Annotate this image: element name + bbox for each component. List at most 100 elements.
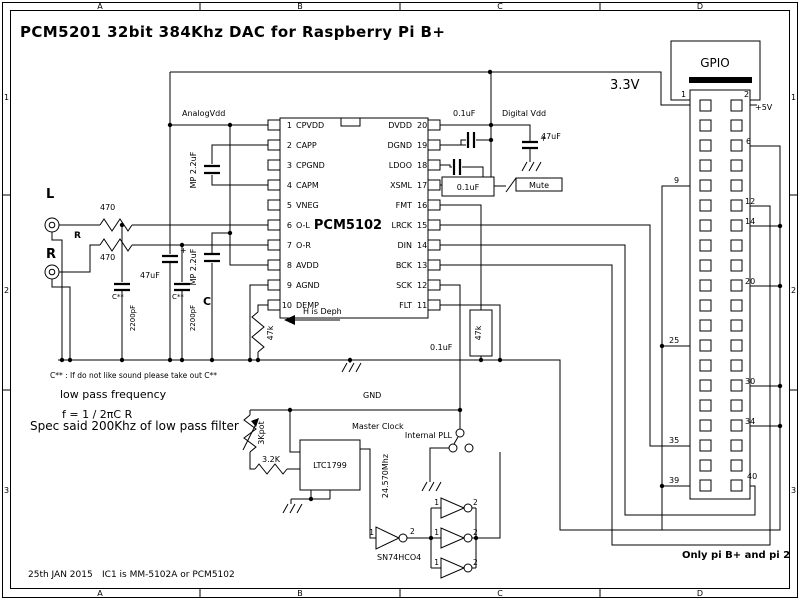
ic-pin-name: CPVDD bbox=[296, 121, 324, 130]
rail-33v-label: 3.3V bbox=[610, 78, 640, 93]
digital-vdd-label: Digital Vdd bbox=[502, 109, 546, 118]
hex-inverter-label: SN74HCO4 bbox=[377, 553, 421, 562]
gpio-pin-label: 34 bbox=[745, 417, 755, 426]
resistor-3k-pot bbox=[243, 414, 257, 453]
deph-arrow bbox=[284, 315, 340, 325]
cap-mp22-label: MP 2.2uF bbox=[189, 151, 198, 188]
ic-pin-number: 16 bbox=[417, 201, 427, 210]
frame-col-label: D bbox=[697, 2, 703, 11]
ltc1799-box bbox=[299, 439, 361, 491]
gpio-key-bar bbox=[689, 77, 752, 83]
internal-pll-label: Internal PLL bbox=[405, 431, 453, 440]
footer-ic-note: IC1 is MM-5102A or PCM5102 bbox=[102, 570, 235, 580]
gpio-pin-label: 9 bbox=[674, 176, 679, 185]
frame-row-label: 2 bbox=[791, 286, 796, 295]
ic-pin-name: LRCK bbox=[392, 221, 413, 230]
ic-pin-name: VNEG bbox=[296, 201, 319, 210]
flag-symbols: 0.1uF Mute bbox=[441, 176, 563, 197]
inverter bbox=[440, 557, 466, 579]
gpio-pin-label: 20 bbox=[745, 277, 755, 286]
ic-pin-number: 7 bbox=[287, 241, 292, 250]
switch-common bbox=[455, 428, 465, 438]
ic-pin-number: 1 bbox=[287, 121, 292, 130]
jack-l-tip bbox=[48, 221, 56, 229]
gpio-pin-label: 14 bbox=[745, 217, 755, 226]
switch-pole-right bbox=[464, 443, 474, 453]
cstar-label: C** bbox=[112, 293, 124, 301]
frame-col-label: C bbox=[497, 589, 503, 598]
ic-pin-number: 11 bbox=[417, 301, 427, 310]
frame-row-label: 1 bbox=[4, 93, 9, 102]
ic-pin-name: XSML bbox=[390, 181, 412, 190]
resistor-47k-demp bbox=[251, 311, 265, 353]
jack-l-label: L bbox=[46, 187, 54, 202]
inverter-pin: 1 bbox=[369, 528, 374, 537]
gnd-label: GND bbox=[363, 391, 381, 400]
resistor-3_2k bbox=[254, 463, 288, 475]
frame-col-label: A bbox=[97, 589, 103, 598]
frame-col-label: B bbox=[297, 589, 303, 598]
ic-pin-number: 4 bbox=[287, 181, 292, 190]
inverter-pin: 1 bbox=[434, 528, 439, 537]
frame-row-label: 3 bbox=[791, 486, 796, 495]
cap-47uf-analog bbox=[162, 254, 178, 264]
gpio-pin-label: +5V bbox=[755, 103, 773, 112]
resistor-470-left bbox=[99, 218, 133, 232]
jack-r-label: R bbox=[46, 247, 56, 262]
ic-pin-name: O-R bbox=[296, 241, 311, 250]
cap-2200pf-left bbox=[114, 282, 130, 292]
frame-col-label: C bbox=[497, 2, 503, 11]
switch-pole-left bbox=[448, 443, 458, 453]
ic-pin-name: DIN bbox=[397, 241, 412, 250]
inverter-pin: 2 bbox=[473, 528, 478, 537]
cap01-box-label: 0.1uF bbox=[457, 183, 480, 192]
resistor-value: 470 bbox=[100, 253, 115, 262]
inverter-pin: 1 bbox=[434, 498, 439, 507]
notes: C** : If do not like sound please take o… bbox=[28, 371, 239, 580]
ic-pin-name: DGND bbox=[387, 141, 412, 150]
h-deph-label: H is Deph bbox=[303, 307, 342, 316]
ic-notch bbox=[340, 117, 361, 127]
ic-pin-number: 17 bbox=[417, 181, 427, 190]
cap-01uf-ldoo bbox=[452, 159, 462, 175]
gpio-pin-label: 25 bbox=[669, 336, 679, 345]
ic-pin-name: FLT bbox=[399, 301, 412, 310]
pot-arrow-head bbox=[251, 418, 259, 427]
resistor-47k-fmt bbox=[469, 309, 493, 357]
resistor-value: 47k bbox=[474, 325, 483, 340]
footer-date: 25th JAN 2015 bbox=[28, 570, 93, 580]
c-label: C bbox=[203, 295, 211, 308]
ic-pin-number: 12 bbox=[417, 281, 427, 290]
ic-pin-number: 15 bbox=[417, 221, 427, 230]
frame-col-label: D bbox=[697, 589, 703, 598]
freq-label: 24.570Mhz bbox=[381, 454, 390, 498]
ic-pin-number: 13 bbox=[417, 261, 427, 270]
cap-mp22-label: MP 2.2uF bbox=[189, 248, 198, 285]
ic-pin-name: LDOO bbox=[389, 161, 412, 170]
cap-01uf-label: 0.1uF bbox=[453, 109, 476, 118]
frame-col-label: B bbox=[297, 2, 303, 11]
gpio-pin-label: 1 bbox=[681, 90, 686, 99]
gpio-pin-label: 30 bbox=[745, 377, 755, 386]
inverter bbox=[440, 497, 466, 519]
ic-pin-number: 6 bbox=[287, 221, 292, 230]
cap-01uf-label: 0.1uF bbox=[430, 343, 453, 352]
resistor-value: 470 bbox=[100, 203, 115, 212]
gpio-pin-label: 40 bbox=[747, 472, 757, 481]
cap01-box bbox=[441, 176, 495, 197]
cap-polarity-plus: + bbox=[540, 134, 547, 143]
inverter-pin: 1 bbox=[434, 558, 439, 567]
pot-wiper-arrow bbox=[242, 423, 257, 451]
lowpass-note-1: low pass frequency bbox=[60, 388, 167, 401]
cap-47uf-label: 47uF bbox=[541, 132, 561, 141]
inverter-pin: 2 bbox=[410, 527, 415, 536]
gpio-note: Only pi B+ and pi 2 bbox=[682, 550, 790, 561]
ic-pin-number: 9 bbox=[287, 281, 292, 290]
gpio-connector: GPIO 1 2 +5V 6 9 12 14 20 25 bbox=[669, 40, 790, 561]
cap-polarity-plus: + bbox=[180, 246, 187, 255]
ic-label: PCM5102 bbox=[314, 218, 382, 233]
cap-mp22-a bbox=[204, 164, 220, 175]
